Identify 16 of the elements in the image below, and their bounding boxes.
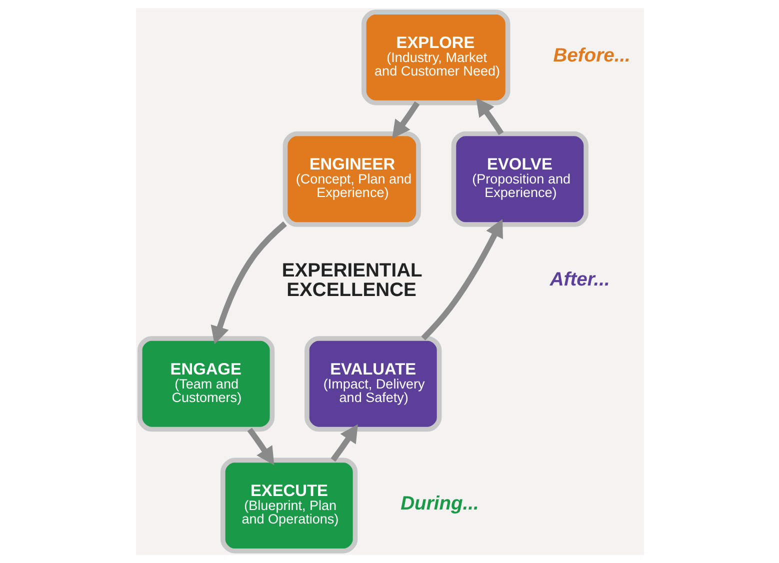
label: During... xyxy=(400,493,478,514)
node-box: ENGAGE (Team and Customers) xyxy=(136,336,274,432)
label: Before... xyxy=(552,45,630,66)
arrow xyxy=(246,428,274,466)
label: EXPERIENTIAL EXCELLENCE xyxy=(281,260,422,301)
arrow xyxy=(420,218,502,340)
arrow xyxy=(476,98,504,136)
node-box: EXECUTE (Blueprint, Plan and Operations) xyxy=(220,458,358,554)
arrow xyxy=(392,101,420,139)
arrow xyxy=(210,221,286,344)
arrow xyxy=(330,424,358,462)
node-box: EVALUATE (Impact, Delivery and Safety) xyxy=(304,336,442,432)
node-box: EVOLVE (Proposition and Experience) xyxy=(450,131,588,227)
node-box: ENGINEER (Concept, Plan and Experience) xyxy=(282,131,420,227)
label: After... xyxy=(549,269,610,290)
node-box: EXPLORE (Industry, Market and Customer Need) xyxy=(361,10,510,106)
